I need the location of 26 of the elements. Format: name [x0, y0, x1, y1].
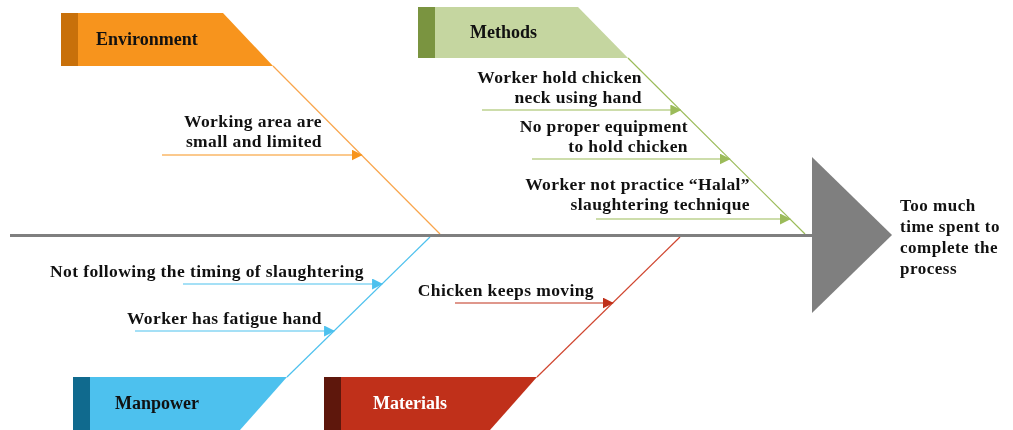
arrow [481, 104, 682, 116]
arrow [595, 213, 791, 225]
category-label: Materials [373, 393, 447, 414]
category-label: Manpower [115, 393, 199, 414]
category-banner [418, 7, 628, 58]
edge-label: Worker not practice “Halal” slaughtering technique [524, 174, 750, 214]
edge-label: Chicken keeps moving [416, 280, 594, 300]
edge-label: Worker has fatigue hand [125, 308, 322, 328]
fish-head-triangle [812, 157, 892, 313]
edge-label: Worker hold chicken neck using hand [476, 67, 642, 107]
arrow [454, 297, 614, 309]
category-banner [324, 377, 537, 430]
arrow [182, 278, 384, 290]
category-label: Environment [96, 29, 198, 50]
category-banner [73, 377, 287, 430]
arrow [161, 149, 363, 161]
bone-line [537, 237, 680, 377]
spine-line [10, 234, 812, 237]
edge-label: Not following the timing of slaughtering [49, 261, 364, 281]
category-label: Methods [470, 22, 537, 43]
effect-label: Too much time spent to complete the process [900, 195, 1001, 279]
arrow [531, 153, 731, 165]
edge-label: Working area are small and limited [183, 111, 322, 151]
arrow [134, 325, 336, 337]
edge-label: No proper equipment to hold chicken [518, 116, 688, 156]
category-banner [61, 13, 273, 66]
